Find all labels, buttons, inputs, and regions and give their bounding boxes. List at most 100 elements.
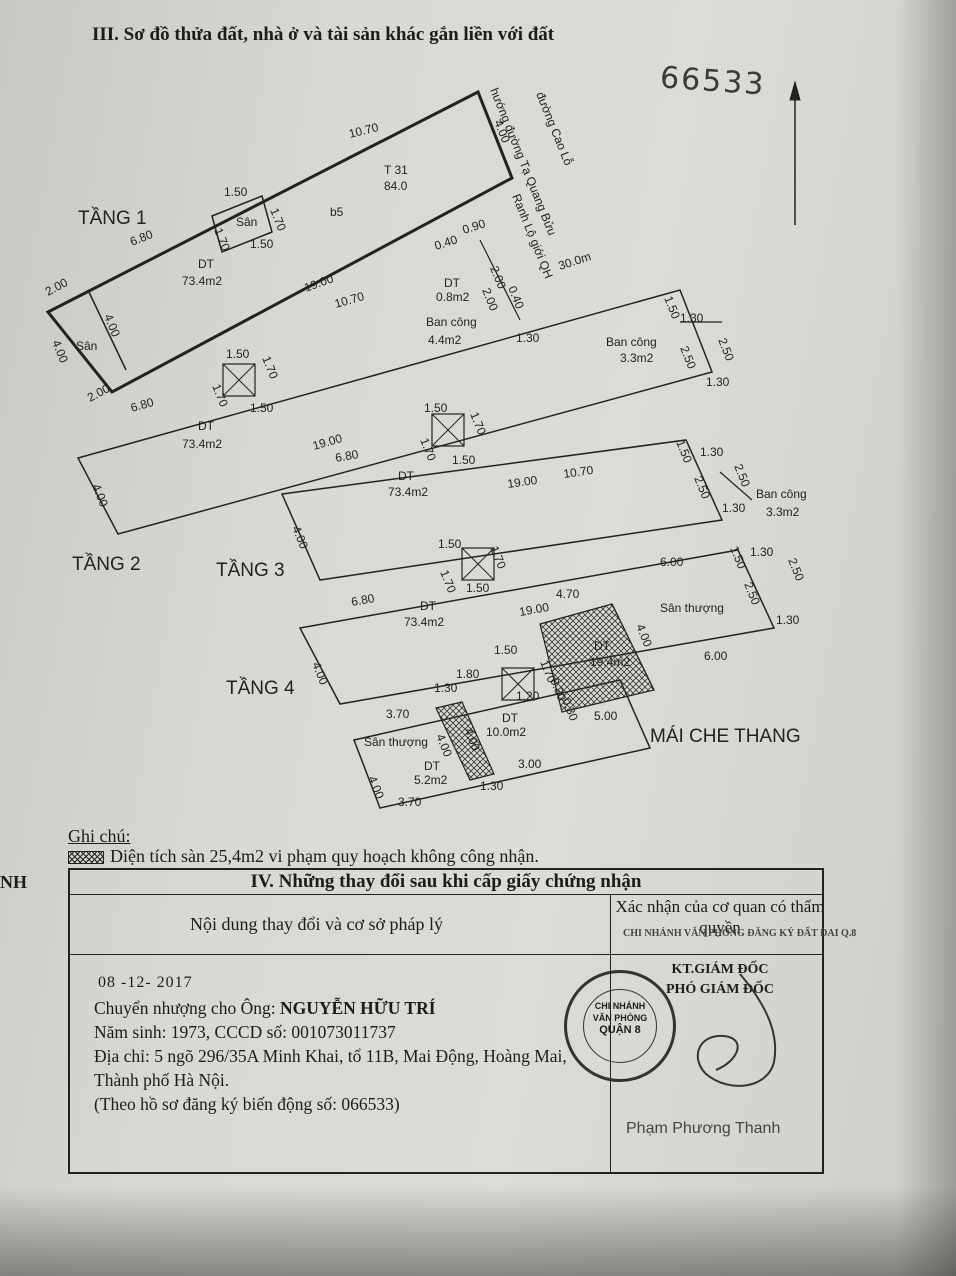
floor1-balcony-value: 4.4m2: [428, 333, 462, 347]
svg-text:4.00: 4.00: [89, 482, 111, 509]
roof-area-b-value: 5.2m2: [414, 773, 448, 787]
floor2-area-value: 73.4m2: [182, 437, 222, 451]
svg-text:4.00: 4.00: [365, 774, 387, 801]
changes-right-title: Xác nhận của cơ quan có thẩm quyền: [615, 897, 825, 937]
svg-text:1.30: 1.30: [706, 375, 730, 389]
floor4-terrace: Sân thượng: [660, 601, 724, 615]
changes-subheader: [70, 894, 822, 955]
svg-text:4.00: 4.00: [289, 524, 311, 551]
floor4-hatched-area: DT: [594, 639, 611, 653]
floor2-balcony: Ban công: [606, 335, 657, 349]
svg-text:1.70: 1.70: [417, 436, 439, 463]
floor4-hatched-area: [539, 603, 655, 713]
svg-text:1.50: 1.50: [226, 347, 250, 361]
floor2-balcony-value: 3.3m2: [620, 351, 654, 365]
city-line: Thành phố Hà Nội.: [94, 1070, 230, 1090]
deputy-director: PHÓ GIÁM ĐỐC: [665, 982, 775, 997]
svg-text:6.80: 6.80: [334, 447, 360, 465]
floor1-balcony: Ban công: [426, 315, 477, 329]
svg-text:2.50: 2.50: [677, 344, 699, 371]
hatch-legend-icon: [68, 851, 104, 865]
side-fragment: NH: [0, 872, 27, 892]
floor1-small-area-value: 0.8m2: [436, 290, 470, 304]
svg-text:10.70: 10.70: [347, 120, 380, 141]
svg-text:1.30: 1.30: [680, 311, 704, 325]
svg-text:19.00: 19.00: [518, 600, 550, 619]
roof-hatched-area: [435, 701, 495, 781]
svg-text:1.50: 1.50: [673, 438, 695, 465]
svg-text:1.80: 1.80: [456, 667, 480, 681]
floor3-balcony: Ban công: [756, 487, 807, 501]
svg-text:1.20: 1.20: [516, 689, 540, 703]
floor1-yard: Sân: [76, 339, 97, 353]
svg-text:1.30: 1.30: [480, 779, 504, 793]
svg-text:3.00: 3.00: [518, 757, 542, 771]
changes-left-title: Nội dung thay đổi và cơ sở pháp lý: [190, 914, 444, 934]
svg-text:1.30: 1.30: [434, 681, 458, 695]
floor1-parcel-bottom: 84.0: [384, 179, 408, 193]
address-line: Địa chỉ: 5 ngõ 296/35A Minh Khai, tổ 11B…: [94, 1046, 567, 1066]
floor1-area-value: 73.4m2: [182, 274, 222, 288]
dossier-line: (Theo hồ sơ đăng ký biến động số: 066533…: [94, 1094, 400, 1114]
svg-text:6.80: 6.80: [350, 591, 376, 609]
svg-text:1.50: 1.50: [438, 537, 462, 551]
svg-text:6.00: 6.00: [660, 555, 684, 569]
floor4-label: TẦNG 4: [226, 677, 295, 699]
changes-table: IV. Những thay đổi sau khi cấp giấy chứn…: [68, 868, 856, 1174]
svg-text:0.90: 0.90: [461, 216, 488, 237]
notes-line: Diện tích sàn 25,4m2 vi phạm quy hoạch k…: [68, 846, 539, 867]
official-seal: CHI NHÁNH VĂN PHÒNG QUẬN 8: [564, 970, 676, 1082]
floor4-area-value: 73.4m2: [404, 615, 444, 629]
svg-text:10.70: 10.70: [333, 289, 366, 311]
svg-text:4.00: 4.00: [633, 622, 655, 649]
svg-text:1.50: 1.50: [224, 185, 248, 199]
svg-text:4.70: 4.70: [556, 587, 580, 601]
svg-text:19.00: 19.00: [506, 473, 538, 491]
svg-text:1.50: 1.50: [250, 237, 274, 251]
svg-text:1.50: 1.50: [494, 643, 518, 657]
floor2-label: TẦNG 2: [72, 553, 141, 575]
floor4-area: DT: [420, 599, 437, 613]
north-arrow-head-icon: [789, 80, 801, 101]
svg-text:6.80: 6.80: [128, 227, 155, 249]
floor1-code: b5: [330, 205, 344, 219]
road-width: 30.0m: [557, 249, 593, 273]
floor4-hatched-value: 19.4m2: [590, 655, 630, 669]
floor-plan-drawing: TẦNG 1 TẦNG 2 TẦNG 3 TẦNG 4 MÁI CHE THAN…: [43, 80, 807, 809]
svg-text:1.30: 1.30: [700, 445, 724, 459]
birth-id-line: Năm sinh: 1973, CCCD số: 001073011737: [94, 1022, 396, 1042]
svg-text:2.50: 2.50: [785, 556, 807, 583]
svg-text:1.50: 1.50: [424, 401, 448, 415]
svg-text:1.30: 1.30: [750, 545, 774, 559]
floor1-area: DT: [198, 257, 215, 271]
roof-area-b: DT: [424, 759, 441, 773]
svg-text:1.50: 1.50: [466, 581, 490, 595]
changes-header: IV. Những thay đổi sau khi cấp giấy chứn…: [70, 870, 822, 895]
roof-terrace: Sân thượng: [364, 735, 428, 749]
svg-text:2.50: 2.50: [741, 580, 763, 607]
roof-area-a: DT: [502, 711, 519, 725]
svg-text:2.00: 2.00: [43, 275, 70, 298]
svg-text:2.00: 2.00: [85, 381, 112, 404]
floor3-balcony-value: 3.3m2: [766, 505, 800, 519]
section-title: III. Sơ đồ thửa đất, nhà ở và tài sản kh…: [92, 24, 555, 45]
svg-text:2.50: 2.50: [691, 474, 713, 501]
floor1-parcel-top: T 31: [384, 163, 408, 177]
svg-text:1.30: 1.30: [516, 331, 540, 345]
roof-label: MÁI CHE THANG: [650, 726, 801, 747]
floor3-label: TẦNG 3: [216, 559, 285, 581]
svg-text:6.80: 6.80: [129, 395, 156, 415]
floor1-yard-small: Sân: [236, 215, 257, 229]
svg-text:3.70: 3.70: [398, 795, 422, 809]
svg-text:0.40: 0.40: [433, 232, 460, 253]
floor2-area: DT: [198, 419, 215, 433]
svg-text:1.30: 1.30: [776, 613, 800, 627]
svg-text:1.70: 1.70: [437, 568, 459, 595]
svg-text:1.70: 1.70: [259, 354, 281, 381]
roof-area-a-value: 10.0m2: [486, 725, 526, 739]
floor1-small-area: DT: [444, 276, 461, 290]
transfer-line: Chuyển nhượng cho Ông: NGUYỄN HỮU TRÍ: [94, 998, 436, 1018]
svg-text:3.70: 3.70: [386, 707, 410, 721]
svg-text:1.70: 1.70: [209, 382, 231, 409]
svg-text:5.00: 5.00: [594, 709, 618, 723]
